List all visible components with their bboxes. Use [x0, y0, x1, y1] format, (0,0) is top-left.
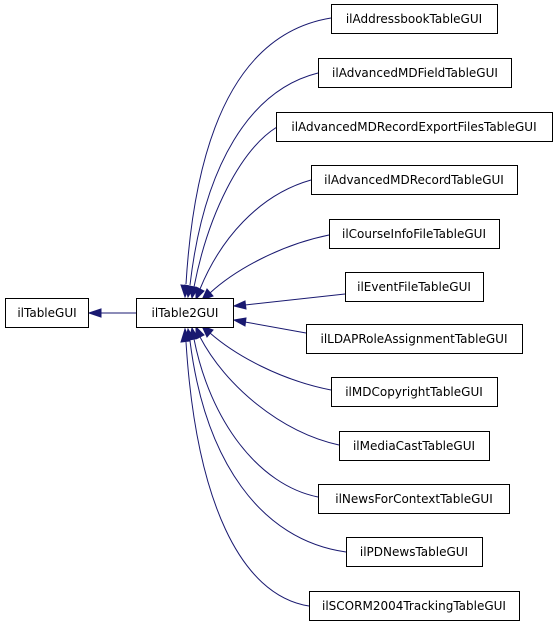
edge-ilscorm2004trackingtablegui-to-iltable2gui — [180, 327, 310, 607]
edge-illdaproleassignmenttablegui-to-iltable2gui — [232, 317, 307, 334]
node-label-iltablegui: ilTableGUI — [17, 306, 76, 320]
node-ilnewsforcontexttablegui[interactable]: ilNewsForContextTableGUI — [318, 484, 510, 514]
node-label-ilmediacasttablegui: ilMediaCastTableGUI — [353, 439, 475, 453]
node-label-ileventfiletablegui: ilEventFileTableGUI — [357, 280, 471, 294]
node-label-ilscorm2004trackingtablegui: ilSCORM2004TrackingTableGUI — [322, 599, 506, 613]
node-ilpdnewstablegui[interactable]: ilPDNewsTableGUI — [346, 537, 483, 567]
node-iladvancedmdrecordtablegui[interactable]: ilAdvancedMDRecordTableGUI — [311, 165, 518, 195]
edge-ilnewsforcontexttablegui-to-iltable2gui — [188, 326, 319, 498]
node-ilmdcopyrighttablegui[interactable]: ilMDCopyrightTableGUI — [331, 377, 498, 407]
node-label-iltable2gui: ilTable2GUI — [152, 306, 219, 320]
node-label-ilcourseinfofiletablegui: ilCourseInfoFileTableGUI — [342, 227, 486, 241]
edge-ilcourseinfofiletablegui-to-iltable2gui — [201, 234, 330, 301]
node-label-iladvancedmdrecordtablegui: ilAdvancedMDRecordTableGUI — [324, 173, 504, 187]
node-label-iladdressbooktablegui: ilAddressbookTableGUI — [346, 12, 482, 26]
nodes-layer: ilTableGUI ilTable2GUI ilAddressbookTabl… — [5, 4, 553, 621]
edge-ilmediacasttablegui-to-iltable2gui — [195, 325, 340, 446]
node-iladvancedmdfieldtablegui[interactable]: ilAdvancedMDFieldTableGUI — [318, 58, 512, 88]
node-ilscorm2004trackingtablegui[interactable]: ilSCORM2004TrackingTableGUI — [309, 591, 520, 621]
node-label-iladvancedmdrecordexportfilestablegui: ilAdvancedMDRecordExportFilesTableGUI — [291, 120, 536, 134]
node-label-ilnewsforcontexttablegui: ilNewsForContextTableGUI — [335, 492, 493, 506]
edge-iltable2gui-to-iltablegui — [87, 308, 136, 318]
node-illdaproleassignmenttablegui[interactable]: ilLDAPRoleAssignmentTableGUI — [306, 324, 523, 354]
edges-layer — [87, 17, 347, 607]
edge-iladvancedmdrecordtablegui-to-iltable2gui — [195, 179, 312, 301]
node-iltablegui[interactable]: ilTableGUI — [5, 298, 89, 328]
node-label-iladvancedmdfieldtablegui: ilAdvancedMDFieldTableGUI — [332, 66, 498, 80]
node-ilmediacasttablegui[interactable]: ilMediaCastTableGUI — [339, 431, 490, 461]
edge-iladdressbooktablegui-to-iltable2gui — [180, 17, 332, 299]
edge-ileventfiletablegui-to-iltable2gui — [232, 293, 346, 310]
node-iladvancedmdrecordexportfilestablegui[interactable]: ilAdvancedMDRecordExportFilesTableGUI — [276, 112, 553, 142]
node-iltable2gui[interactable]: ilTable2GUI — [136, 298, 234, 328]
node-iladdressbooktablegui[interactable]: ilAddressbookTableGUI — [331, 4, 498, 34]
node-label-illdaproleassignmenttablegui: ilLDAPRoleAssignmentTableGUI — [321, 332, 508, 346]
node-label-ilpdnewstablegui: ilPDNewsTableGUI — [360, 545, 468, 559]
node-ilcourseinfofiletablegui[interactable]: ilCourseInfoFileTableGUI — [329, 219, 500, 249]
node-ileventfiletablegui[interactable]: ilEventFileTableGUI — [345, 272, 484, 302]
node-label-ilmdcopyrighttablegui: ilMDCopyrightTableGUI — [345, 385, 483, 399]
edge-iladvancedmdrecordexportfilestablegui-to-iltable2gui — [188, 126, 278, 300]
